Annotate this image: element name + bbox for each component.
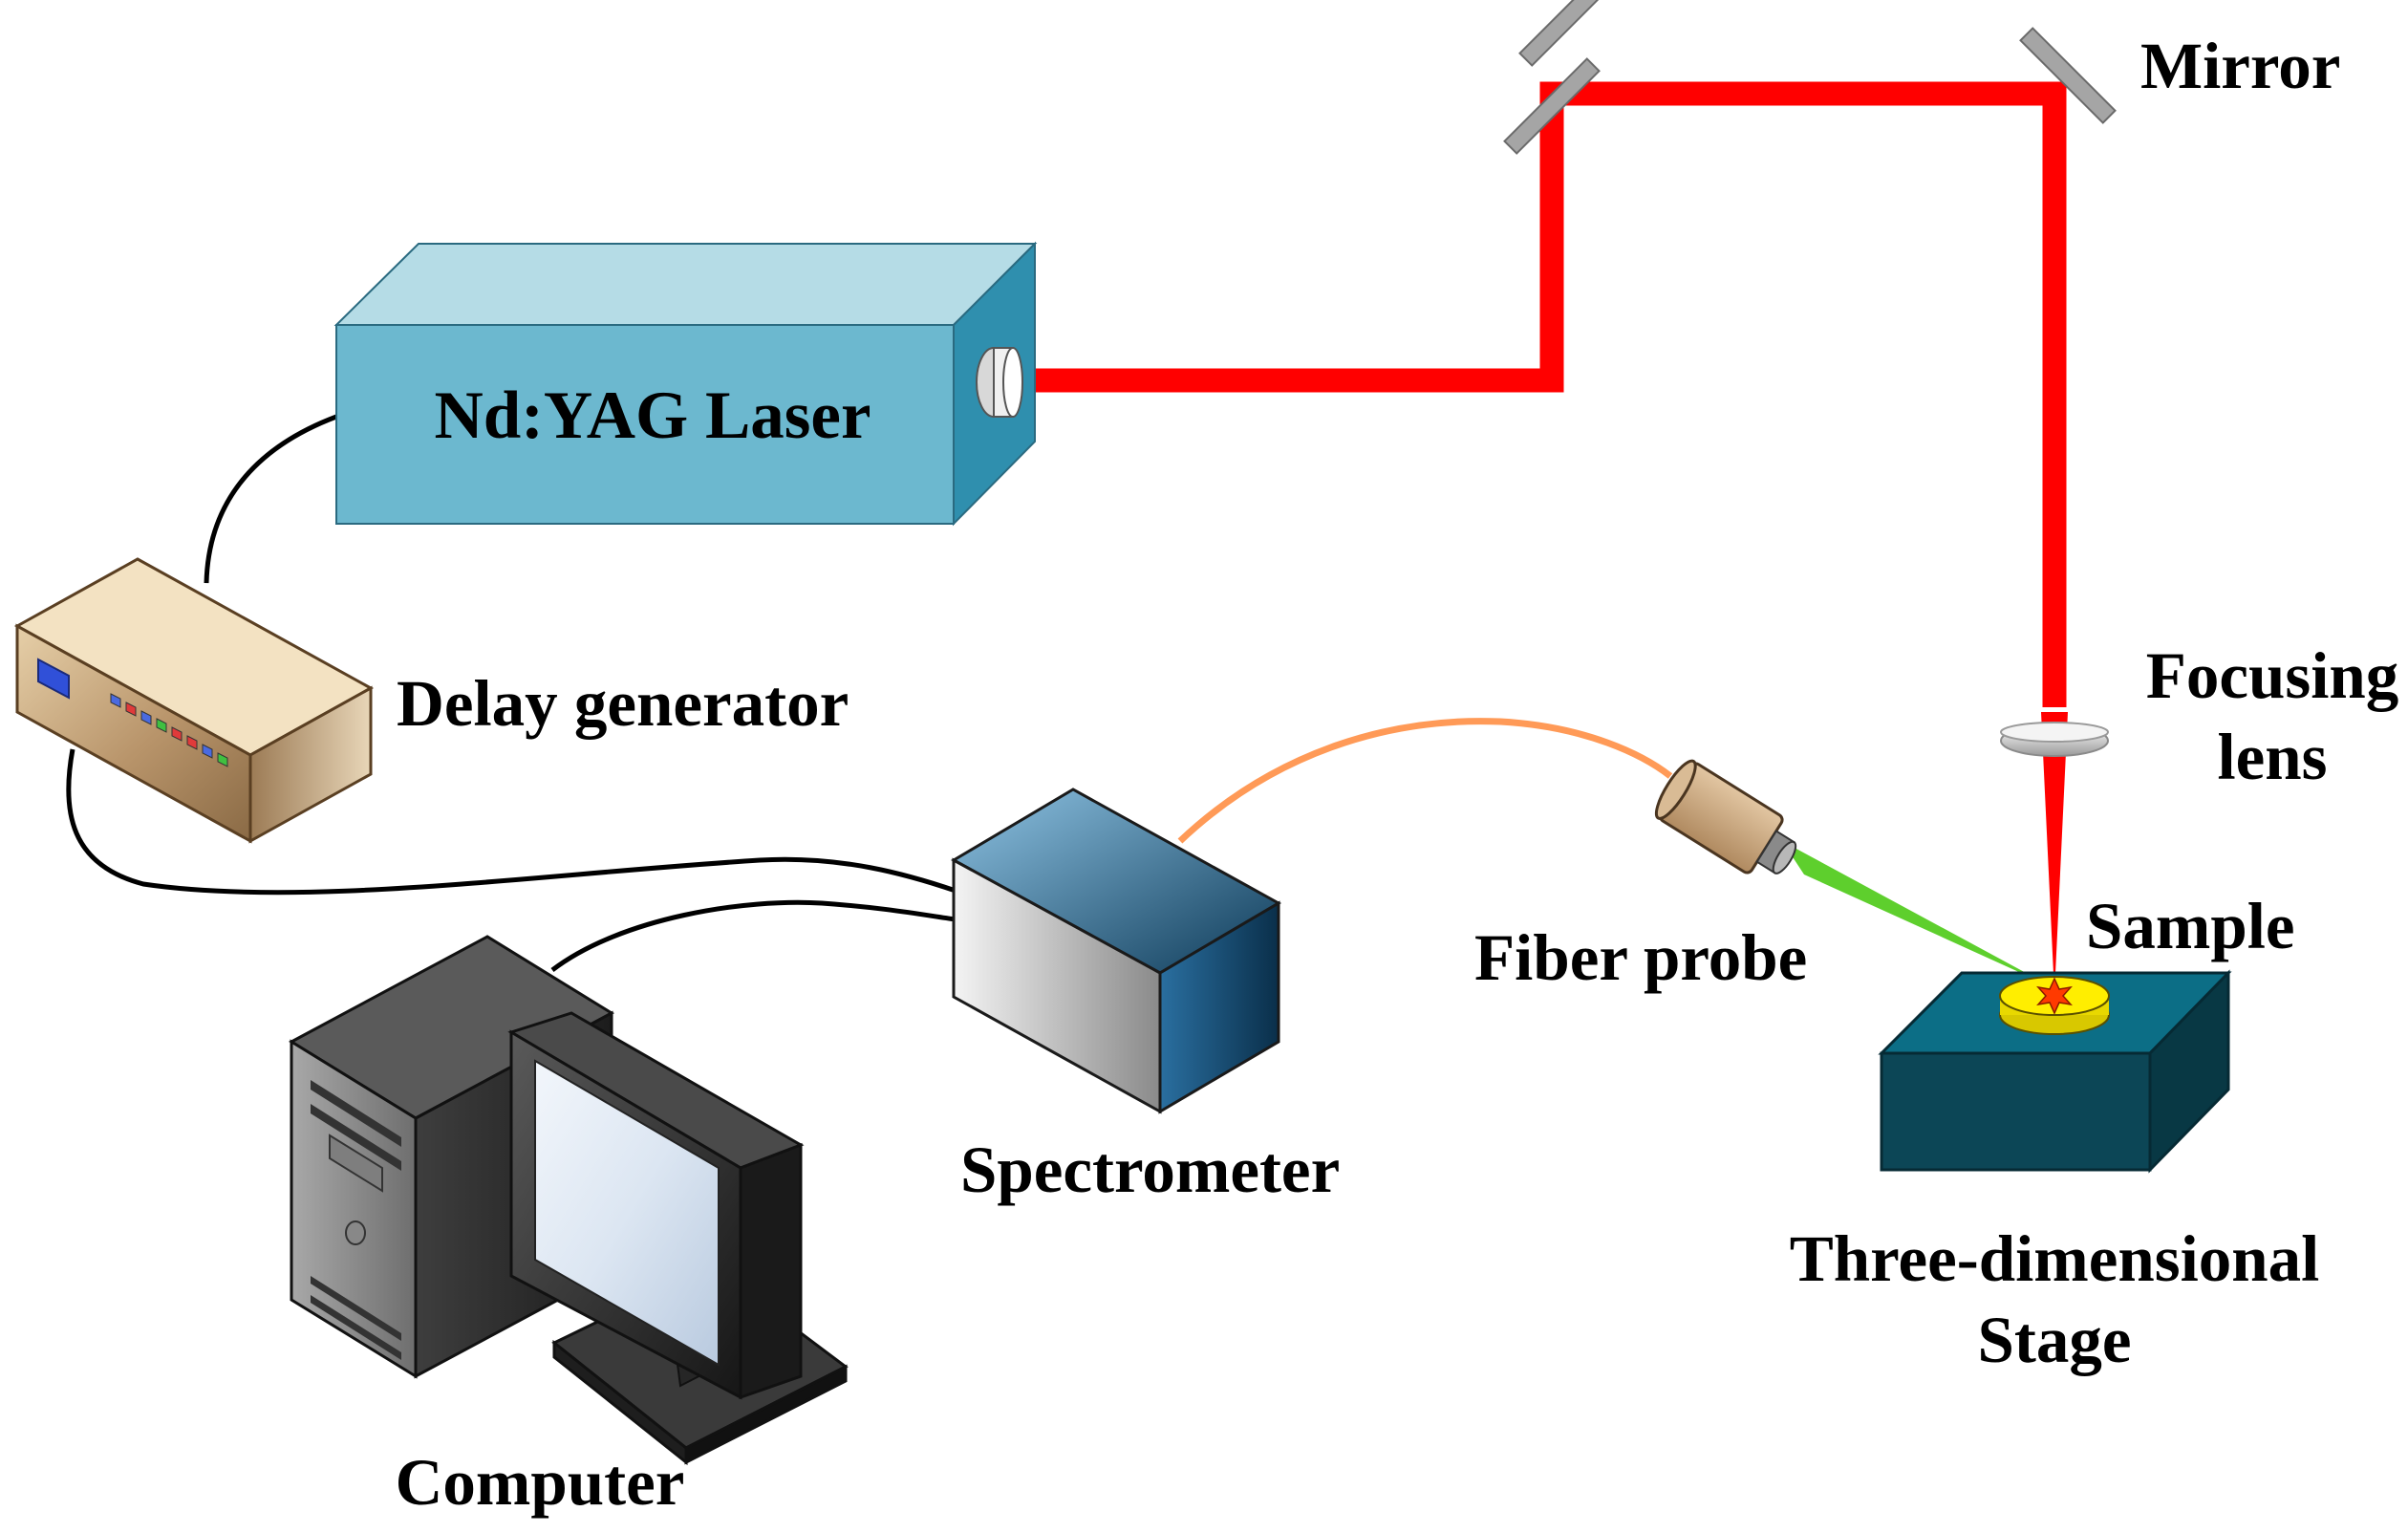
ndyag-laser: Nd:YAG Laser [333,241,1038,527]
monitor-screen [534,1059,720,1367]
laser-aperture [976,347,1023,418]
focusing-lens-label-line1: Focusing [2146,639,2399,712]
sample-label: Sample [2086,890,2295,962]
plasma-spark-icon [2036,977,2073,1015]
focusing-lens [2000,722,2109,757]
delay-display-icon [37,658,70,700]
delay-to-spectrometer-cable [66,748,957,896]
collection-cone [1782,841,2053,987]
laser-to-delay-cable [204,414,337,584]
stage-label-line1: Three-dimensional [1790,1222,2320,1295]
mirror-1 [1503,57,1601,155]
computer-label: Computer [396,1446,685,1519]
spectrometer-label: Spectrometer [960,1134,1340,1206]
monitor [507,1011,805,1400]
delay-generator [13,557,375,844]
delay-channel-leds [110,693,228,767]
stage-label-line2: Stage [1978,1304,2132,1376]
sample [1999,976,2110,1035]
computer-to-spectrometer-cable [550,899,957,972]
computer [288,935,849,1466]
mirror-label: Mirror [2140,30,2340,102]
fiber-optic-cable [1177,718,1673,844]
focusing-lens-label-line2: lens [2217,721,2327,793]
spectrometer [950,788,1282,1114]
mirror-2 [1518,0,1616,67]
fiber-probe [1654,759,1797,874]
delay-generator-label: Delay generator [397,667,849,740]
fiber-probe-label: Fiber probe [1474,921,1807,994]
mirror-3 [2019,27,2117,124]
laser-label: Nd:YAG Laser [435,378,871,453]
